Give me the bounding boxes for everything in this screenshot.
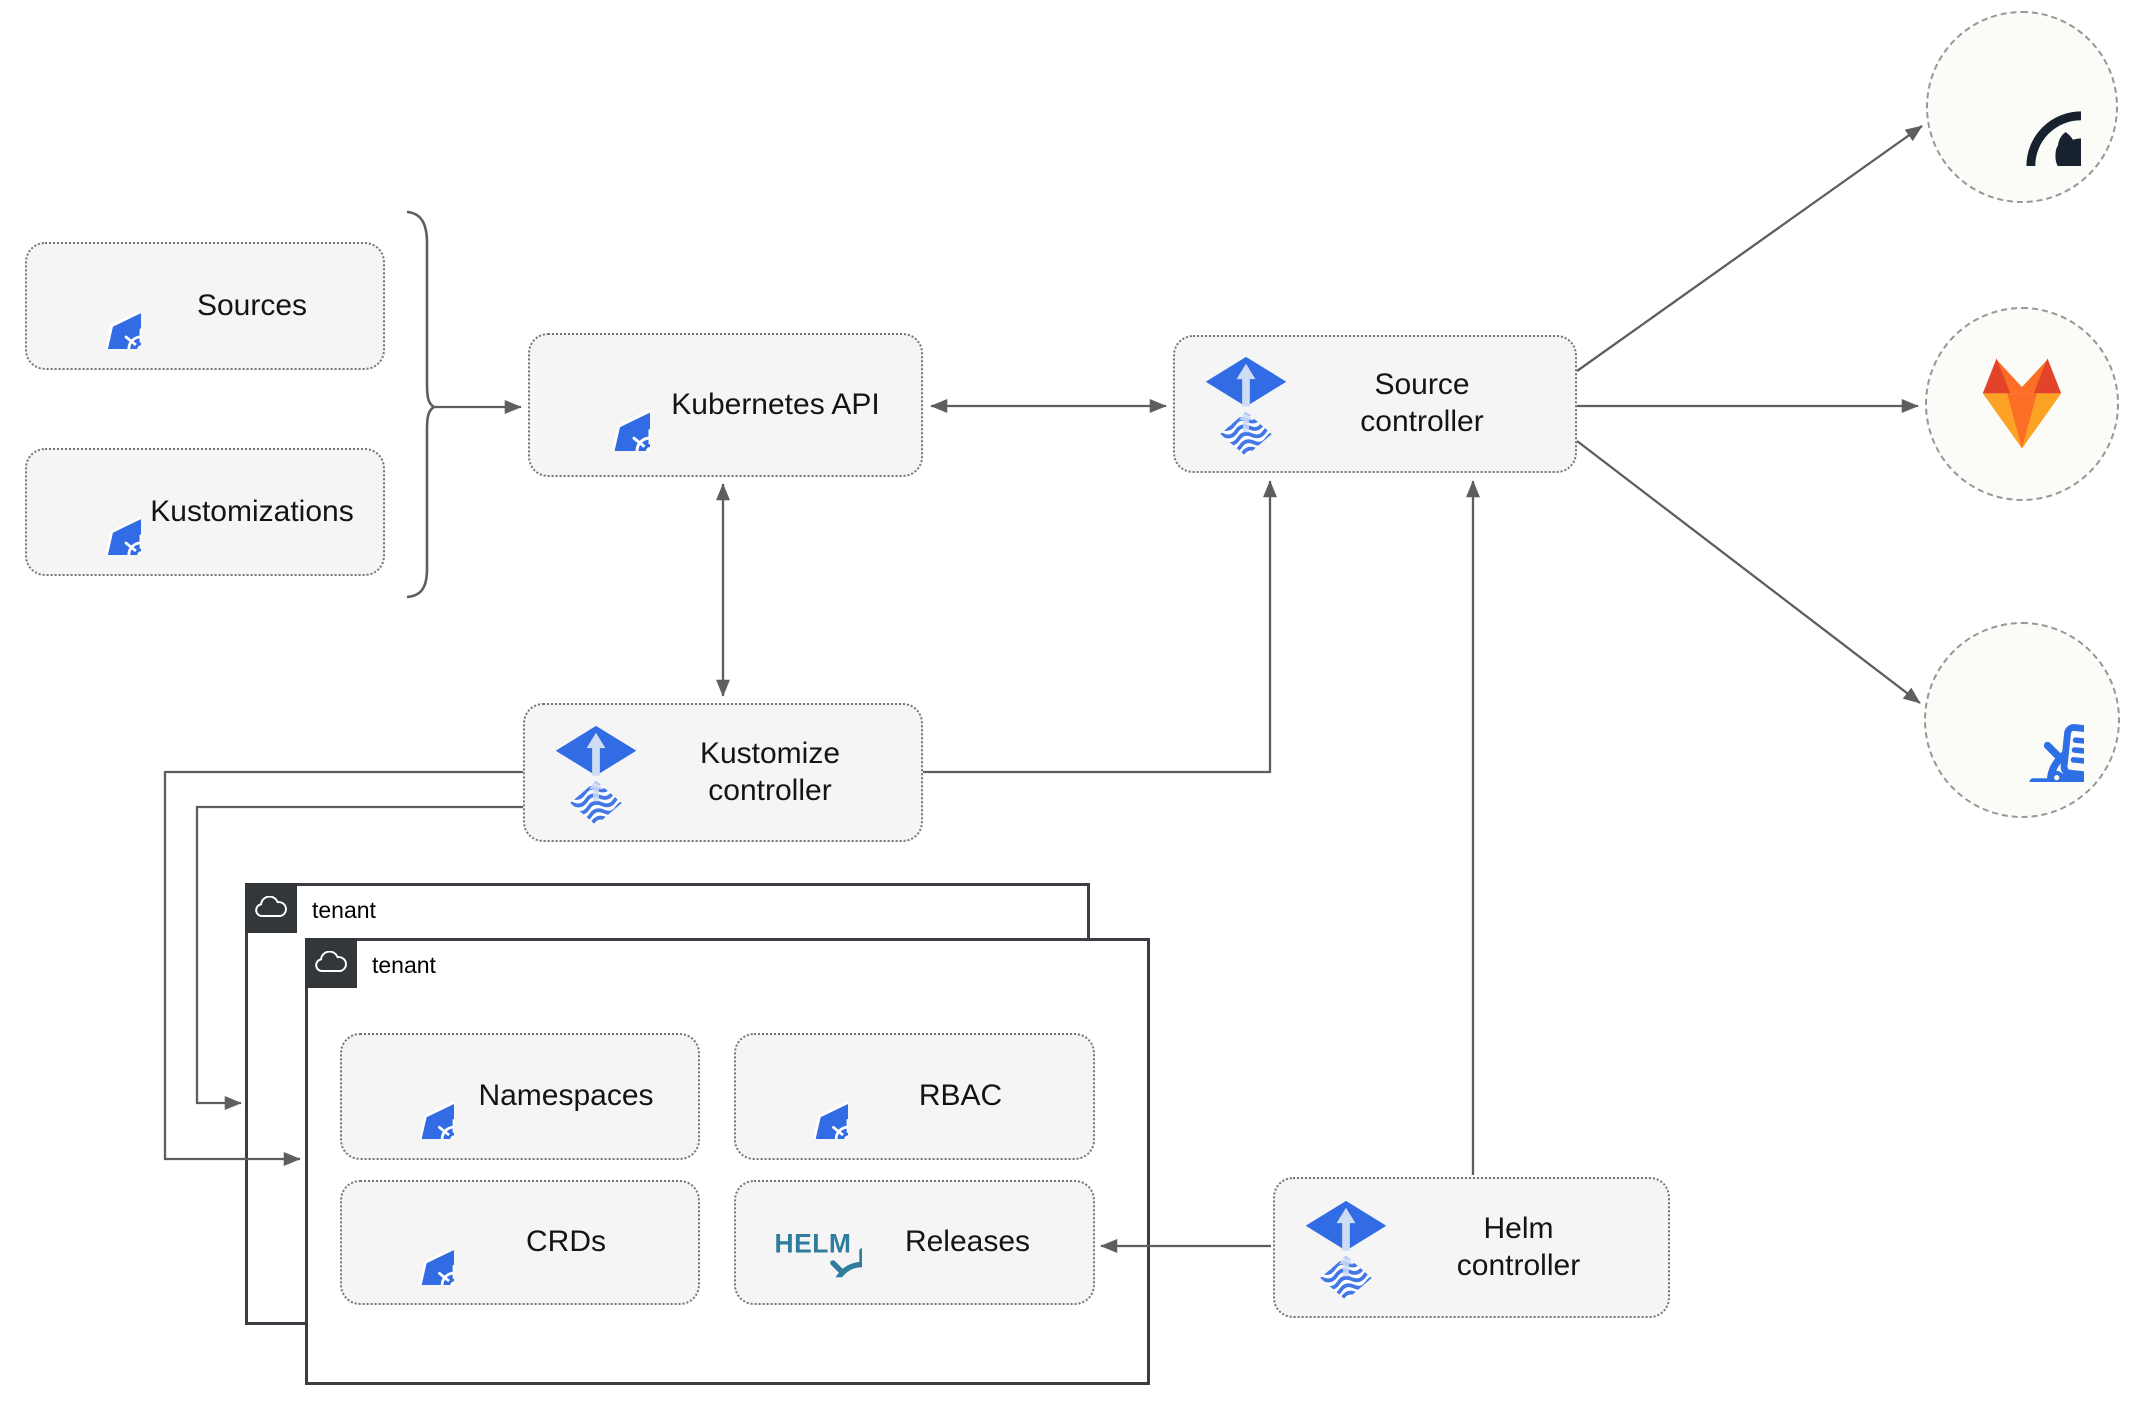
kubernetes-icon bbox=[558, 359, 650, 451]
node-label: Namespaces bbox=[478, 1079, 654, 1113]
kubernetes-icon bbox=[370, 1201, 454, 1285]
kubernetes-icon bbox=[55, 469, 141, 555]
tenant-label: tenant bbox=[372, 952, 436, 978]
kubernetes-icon bbox=[55, 263, 141, 349]
endpoint-github bbox=[1926, 11, 2118, 203]
cloud-icon bbox=[313, 951, 349, 975]
node-releases: HELM Releases bbox=[734, 1180, 1095, 1305]
tenant-tab bbox=[305, 938, 357, 988]
edge-brace-sources-kustomizations bbox=[406, 210, 437, 599]
node-label: CRDs bbox=[526, 1225, 606, 1259]
node-crds: CRDs bbox=[340, 1180, 700, 1305]
edge-source-controller-to-chart-repository bbox=[1576, 440, 1921, 704]
flux-icon bbox=[1303, 1194, 1389, 1302]
node-kustomizations: Kustomizations bbox=[25, 448, 385, 576]
node-label: Sources bbox=[196, 288, 308, 322]
kubernetes-icon bbox=[370, 1055, 454, 1139]
node-label: RBAC bbox=[918, 1079, 1003, 1113]
node-label: Kustomize controller bbox=[699, 736, 841, 807]
node-label: Helm controller bbox=[1456, 1211, 1581, 1282]
node-sources: Sources bbox=[25, 242, 385, 370]
flux-icon bbox=[1203, 350, 1289, 458]
node-namespaces: Namespaces bbox=[340, 1033, 700, 1160]
edge-kustomize-controller-to-source-controller bbox=[923, 480, 1277, 774]
node-source-controller: Source controller bbox=[1173, 335, 1577, 473]
cloud-icon bbox=[253, 896, 289, 920]
edge-source-controller-to-github bbox=[1576, 125, 1923, 372]
flux-icon bbox=[553, 719, 639, 827]
github-icon bbox=[1963, 48, 2081, 166]
tenant-label: tenant bbox=[312, 897, 376, 923]
kubernetes-icon bbox=[764, 1055, 848, 1139]
node-kustomize-controller: Kustomize controller bbox=[523, 703, 923, 842]
node-label: Source controller bbox=[1360, 368, 1484, 438]
node-label: Releases bbox=[904, 1225, 1031, 1259]
tenant-tab bbox=[245, 883, 297, 933]
tenant-container-front: tenant bbox=[305, 938, 1150, 1385]
helm-icon: HELM bbox=[764, 1194, 862, 1292]
gitlab-icon bbox=[1969, 355, 2075, 453]
helm-logo-text: HELM bbox=[775, 1228, 852, 1258]
node-label: Kubernetes API bbox=[671, 387, 880, 421]
endpoint-gitlab bbox=[1925, 307, 2119, 501]
node-label: Kustomizations bbox=[150, 494, 354, 528]
node-helm-controller: Helm controller bbox=[1273, 1177, 1670, 1318]
endpoint-chart-repository bbox=[1924, 622, 2120, 818]
node-kubernetes-api: Kubernetes API bbox=[528, 333, 923, 477]
chartmuseum-icon bbox=[1960, 658, 2084, 782]
node-rbac: RBAC bbox=[734, 1033, 1095, 1160]
